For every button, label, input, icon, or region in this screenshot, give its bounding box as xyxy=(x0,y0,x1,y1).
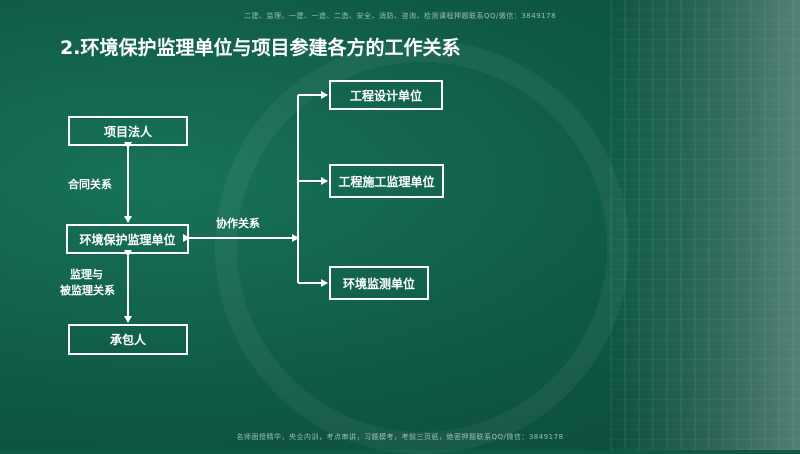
node-contractor: 承包人 xyxy=(68,324,188,355)
node-construction-supervision: 工程施工监理单位 xyxy=(329,164,444,198)
edge-label-cooperate: 协作关系 xyxy=(216,217,260,230)
node-env-supervision: 环境保护监理单位 xyxy=(66,224,189,254)
node-project-owner: 项目法人 xyxy=(68,116,188,146)
edge-label-supervise-2: 被监理关系 xyxy=(60,284,115,297)
node-design-unit: 工程设计单位 xyxy=(329,80,443,110)
edge-label-supervise-1: 监理与 xyxy=(70,268,103,281)
edge-label-contract: 合同关系 xyxy=(68,178,112,191)
slide-title: 2.环境保护监理单位与项目参建各方的工作关系 xyxy=(60,37,461,59)
building-background-image xyxy=(610,0,800,450)
node-env-monitoring: 环境监测单位 xyxy=(329,266,429,300)
header-note: 二建、监理、一建、一造、二造、安全、消防、咨询、检测课程押题联系QQ/微信：38… xyxy=(243,12,557,20)
footer-note: 名师面授精华，央企内训，考点串讲，习题模考，考前三页纸，绝密押题联系QQ/微信：… xyxy=(236,433,564,441)
